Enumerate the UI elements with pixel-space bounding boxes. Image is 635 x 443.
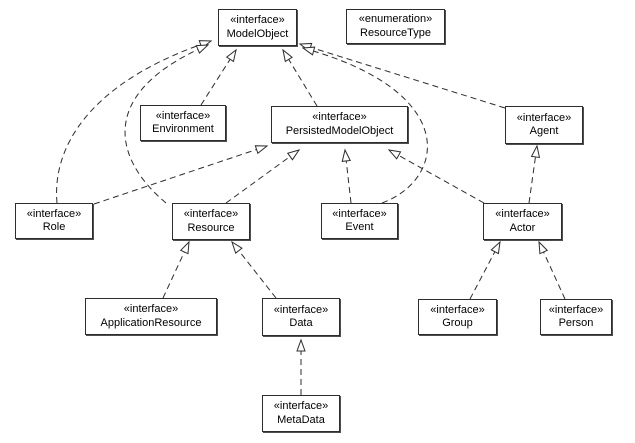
node-stereotype: «interface»	[312, 111, 367, 123]
node-modelobject[interactable]: «interface» ModelObject	[218, 9, 297, 46]
edge-agent-modelobject	[298, 42, 506, 109]
node-name: ResourceType	[360, 26, 431, 39]
node-name: Event	[345, 221, 374, 233]
node-stereotype: «interface»	[273, 400, 329, 412]
node-name: Role	[42, 221, 66, 233]
node-name: MetaData	[277, 413, 325, 426]
edge-group-actor	[469, 240, 501, 300]
edge-data-resource	[231, 240, 277, 299]
node-name: Person	[558, 317, 594, 329]
node-name: Environment	[152, 123, 214, 135]
node-group[interactable]: «interface» Group	[418, 299, 497, 335]
node-stereotype: «interface»	[332, 207, 387, 220]
node-stereotype: «interface»	[273, 303, 329, 316]
node-name: Group	[442, 317, 473, 329]
node-stereotype: «interface»	[155, 109, 211, 122]
node-actor[interactable]: «interface» Actor	[483, 203, 562, 240]
node-name: ModelObject	[226, 27, 289, 40]
node-stereotype: «interface»	[495, 208, 550, 220]
node-stereotype: «interface»	[26, 207, 82, 220]
node-stereotype: «interface»	[230, 14, 285, 26]
edge-actor-agent	[528, 144, 541, 204]
node-name: Resource	[187, 221, 235, 234]
edge-persistedmodelobject-modelobject	[282, 48, 318, 107]
node-name: Data	[289, 317, 313, 329]
node-stereotype: «interface»	[430, 303, 485, 316]
node-applicationresource[interactable]: «interface» ApplicationResource	[85, 298, 217, 335]
edge-event-persistedmodelobject	[341, 148, 352, 204]
edge-actor-persistedmodelobject	[387, 149, 485, 204]
edge-role-modelobject	[56, 40, 213, 204]
node-data[interactable]: «interface» Data	[262, 298, 340, 336]
node-stereotype: «interface»	[123, 303, 179, 315]
node-persistedmodelobject[interactable]: «interface» PersistedModelObject	[271, 106, 408, 143]
node-person[interactable]: «interface» Person	[540, 299, 612, 335]
node-name: PersistedModelObject	[285, 124, 394, 137]
node-stereotype: «enumeration»	[358, 13, 433, 25]
edge-environment-modelobject	[200, 48, 237, 106]
node-metadata[interactable]: «interface» MetaData	[262, 395, 340, 432]
node-agent[interactable]: «interface» Agent	[505, 106, 583, 144]
node-stereotype: «interface»	[183, 208, 239, 220]
edge-role-persistedmodelobject	[93, 145, 269, 205]
edge-event-modelobject	[301, 46, 428, 204]
edge-resource-persistedmodelobject	[225, 149, 301, 204]
node-role[interactable]: «interface» Role	[15, 203, 93, 239]
node-resource[interactable]: «interface» Resource	[172, 203, 250, 240]
edge-applicationresource-resource	[162, 240, 190, 299]
node-resourcetype[interactable]: «enumeration» ResourceType	[346, 9, 445, 44]
node-stereotype: «interface»	[516, 111, 572, 124]
node-event[interactable]: «interface» Event	[321, 203, 398, 239]
node-name: ApplicationResource	[100, 316, 202, 329]
node-name: Actor	[509, 221, 536, 234]
edge-resource-modelobject	[124, 44, 210, 204]
node-name: Agent	[529, 125, 559, 137]
edge-person-actor	[538, 240, 566, 300]
node-environment[interactable]: «interface» Environment	[140, 105, 226, 141]
node-stereotype: «interface»	[548, 303, 604, 316]
